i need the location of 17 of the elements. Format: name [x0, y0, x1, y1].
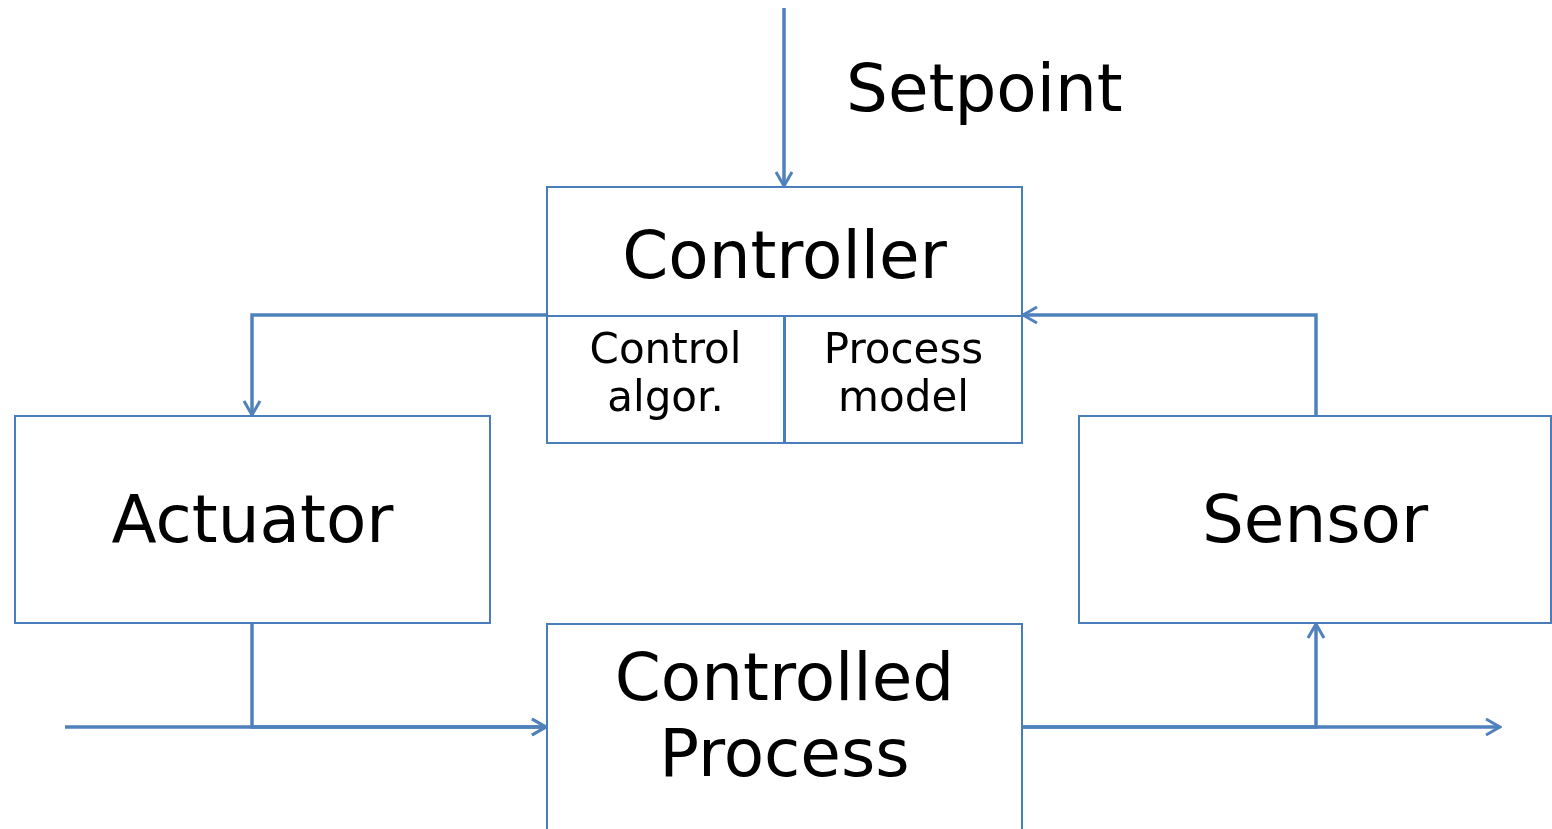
arrow [65, 717, 548, 737]
process-box [1078, 415, 1552, 624]
process-box [14, 415, 491, 624]
arrow [242, 313, 546, 417]
arrow [1021, 305, 1318, 415]
process-box [546, 315, 785, 444]
node-label: Controller [621, 218, 948, 294]
node-label: Actuator [110, 482, 395, 558]
node-label: Controlled Process [613, 640, 956, 792]
node-label: Process model [822, 325, 985, 422]
node-label: Control algor. [588, 325, 743, 422]
node-label: Sensor [1200, 482, 1430, 558]
arrow [1023, 622, 1326, 729]
process-box [784, 315, 1023, 444]
arrow [774, 8, 794, 188]
process-box [546, 186, 1023, 444]
process-box [546, 623, 1023, 829]
